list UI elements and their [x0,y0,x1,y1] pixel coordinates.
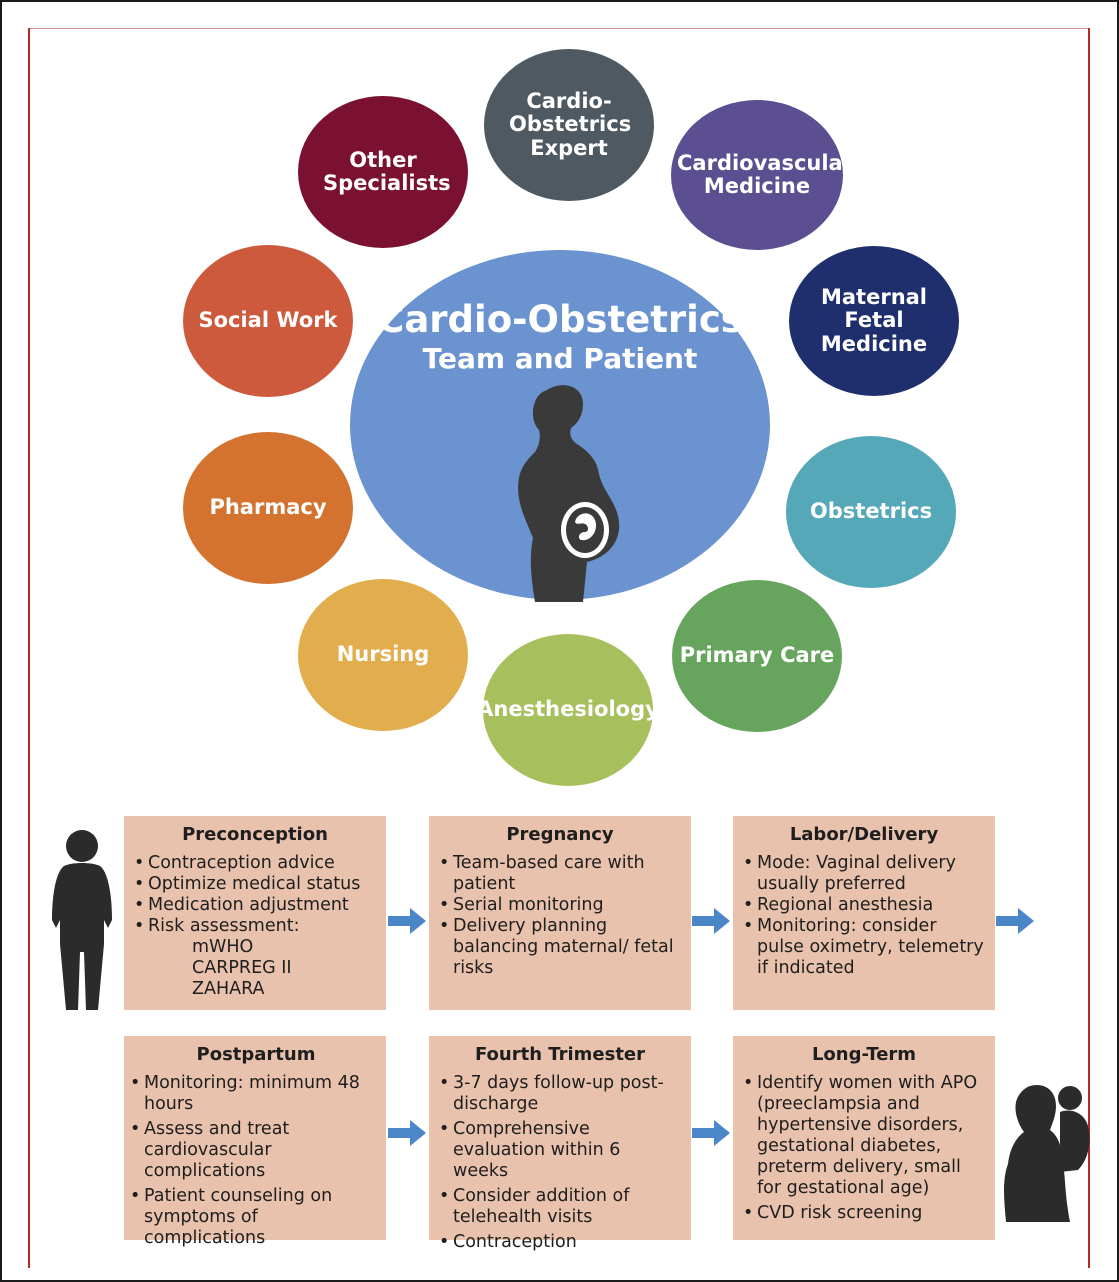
stage-fourth-trimester: Fourth Trimester 3-7 days follow-up post… [429,1036,691,1253]
list-item: Identify women with APO (preeclampsia an… [743,1073,985,1199]
pregnant-woman-icon [518,385,620,602]
circle-nursing: Nursing [298,579,468,731]
list-item: Comprehensive evaluation within 6 weeks [439,1119,681,1182]
list-item: CVD risk screening [743,1203,985,1224]
circle-label: Primary Care [679,643,835,668]
circle-cardiovascular-medicine: Cardiovascular Medicine [671,100,854,250]
list-item: Mode: Vaginal delivery usually preferred [743,853,985,895]
circle-label: Cardiovascular Medicine [677,150,854,198]
circle-pharmacy: Pharmacy [183,432,353,584]
arrow-right-icon [388,908,426,934]
circle-cardio-obstetrics-expert: Cardio-Obstetrics Expert [484,49,654,201]
circle-label: Pharmacy [209,495,327,520]
left-rule [28,28,30,1268]
stage-title: Labor/Delivery [789,824,939,845]
woman-silhouette-icon [52,830,112,1010]
arrow-right-icon [388,1120,426,1146]
circle-label: Nursing [336,642,430,667]
list-item: Optimize medical status [134,874,376,895]
risk-tool: ZAHARA [192,979,265,999]
arrow-right-icon [692,1120,730,1146]
stage-title: Fourth Trimester [474,1044,646,1065]
list-item: Monitoring: minimum 48 hours [130,1073,382,1115]
list-item: Delivery planning balancing maternal/ fe… [439,916,681,979]
stage-long-term: Long-Term Identify women with APO (preec… [733,1036,995,1240]
stage-title: Postpartum [196,1044,316,1065]
list-item: Monitoring: consider pulse oximetry, tel… [743,916,985,979]
stage-pregnancy: Pregnancy Team-based care with patient S… [429,816,691,1010]
risk-tool: mWHO [192,937,254,957]
list-item: Team-based care with patient [439,853,681,895]
list-item: Regional anesthesia [743,895,985,916]
circle-obstetrics: Obstetrics [786,436,956,588]
stage-title: Long-Term [811,1044,917,1065]
list-item: Assess and treat cardiovascular complica… [130,1119,382,1182]
list-item: Contraception [439,1232,681,1253]
list-item: Patient counseling on symptoms of compli… [130,1186,382,1249]
top-rule [30,28,1088,29]
risk-tool: CARPREG II [192,958,292,978]
circle-label: Obstetrics [809,499,933,524]
list-item: 3-7 days follow-up post-discharge [439,1073,681,1115]
circle-social-work: Social Work [183,245,353,397]
center-title: Cardio-Obstetrics [377,298,743,341]
circle-label: Social Work [198,308,338,333]
circle-label: Cardio-Obstetrics Expert [509,89,632,160]
stage-postpartum: Postpartum Monitoring: minimum 48 hours … [124,1036,386,1248]
mother-child-silhouette-icon [1004,1084,1090,1222]
stage-title: Pregnancy [506,824,614,845]
circle-other-specialists: Other Specialists [298,96,468,248]
right-rule [1088,28,1090,1268]
arrow-right-icon [996,908,1034,934]
circle-anesthesiology: Anesthesiology [477,634,659,786]
circle-label: Anesthesiology [477,697,659,722]
list-item: Contraception advice [134,853,376,874]
arrow-right-icon [692,908,730,934]
circle-primary-care: Primary Care [672,580,842,732]
circle-label: Other Specialists [323,147,451,195]
circle-label: Maternal Fetal Medicine [820,285,928,356]
center-subtitle: Team and Patient [422,342,698,375]
list-item: Consider addition of telehealth visits [439,1186,681,1228]
circle-maternal-fetal-medicine: Maternal Fetal Medicine [789,246,959,396]
list-item: Serial monitoring [439,895,681,916]
list-item: Medication adjustment [134,895,376,916]
stage-title: Preconception [182,824,328,845]
stage-labor-delivery: Labor/Delivery Mode: Vaginal delivery us… [733,816,995,1010]
stage-preconception: Preconception Contraception advice Optim… [124,816,386,1010]
list-item: Risk assessment: [134,916,376,937]
